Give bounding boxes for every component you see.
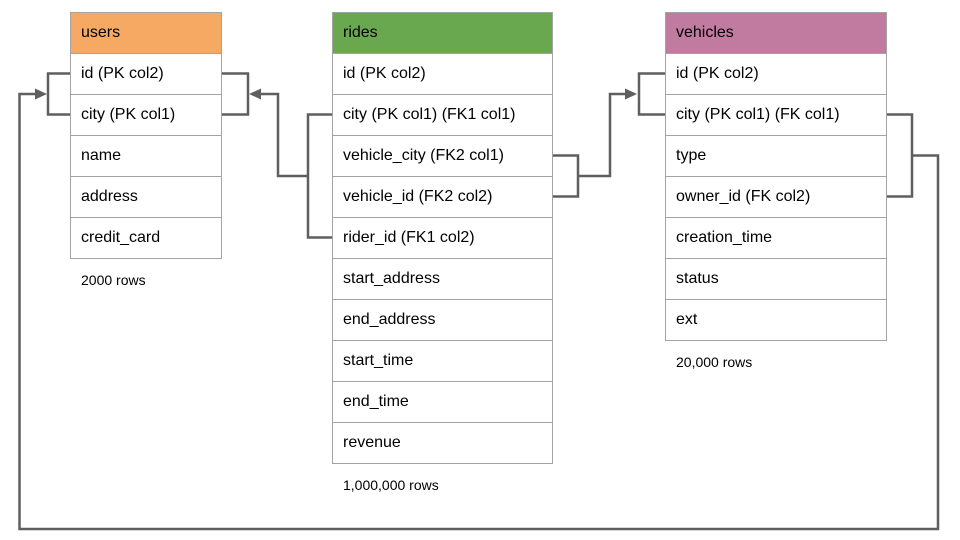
table-row: address xyxy=(71,176,221,217)
table-row: name xyxy=(71,135,221,176)
connector-line xyxy=(578,92,626,178)
row-count-label: 20,000 rows xyxy=(676,354,753,370)
vehicles-left-bracket xyxy=(637,72,665,116)
table-vehicles-box: vehicles id (PK col2) city (PK col1) (FK… xyxy=(665,12,887,341)
connector-line xyxy=(260,92,308,178)
arrowhead-icon xyxy=(35,88,47,100)
table-row: credit_card xyxy=(71,217,221,258)
rides-right-bracket xyxy=(553,154,580,198)
table-row: end_time xyxy=(333,381,552,422)
table-users-box: users id (PK col2) city (PK col1) name a… xyxy=(70,12,222,259)
users-right-bracket xyxy=(222,72,250,116)
table-users-header: users xyxy=(71,13,221,53)
table-row: city (PK col1) xyxy=(71,94,221,135)
table-row: id (PK col2) xyxy=(333,53,552,94)
table-row: vehicle_city (FK2 col1) xyxy=(333,135,552,176)
row-count-label: 1,000,000 rows xyxy=(343,477,439,493)
connector-line xyxy=(18,92,940,531)
arrowhead-icon xyxy=(249,88,261,100)
table-vehicles-header: vehicles xyxy=(666,13,886,53)
table-row: start_time xyxy=(333,340,552,381)
table-row: creation_time xyxy=(666,217,886,258)
table-users: users id (PK col2) city (PK col1) name a… xyxy=(70,12,222,288)
table-row: end_address xyxy=(333,299,552,340)
table-row: owner_id (FK col2) xyxy=(666,176,886,217)
table-rides-header: rides xyxy=(333,13,552,53)
table-row: id (PK col2) xyxy=(666,53,886,94)
connector-vehicles-to-users xyxy=(18,72,940,531)
table-row: revenue xyxy=(333,422,552,463)
table-row: city (PK col1) (FK col1) xyxy=(666,94,886,135)
connector-rides-to-vehicles xyxy=(553,72,665,198)
users-left-bracket xyxy=(46,72,70,116)
arrowhead-icon xyxy=(625,88,637,100)
row-count-label: 2000 rows xyxy=(81,272,146,288)
table-row: ext xyxy=(666,299,886,340)
table-row: status xyxy=(666,258,886,299)
table-row: vehicle_id (FK2 col2) xyxy=(333,176,552,217)
table-row: type xyxy=(666,135,886,176)
vehicles-right-bracket xyxy=(887,113,914,198)
rides-left-bracket xyxy=(306,113,332,239)
table-rides-box: rides id (PK col2) city (PK col1) (FK1 c… xyxy=(332,12,553,464)
table-row: id (PK col2) xyxy=(71,53,221,94)
table-row: start_address xyxy=(333,258,552,299)
connector-rides-to-users xyxy=(222,72,332,239)
table-row: rider_id (FK1 col2) xyxy=(333,217,552,258)
table-vehicles: vehicles id (PK col2) city (PK col1) (FK… xyxy=(665,12,887,370)
table-rides: rides id (PK col2) city (PK col1) (FK1 c… xyxy=(332,12,553,493)
table-row: city (PK col1) (FK1 col1) xyxy=(333,94,552,135)
